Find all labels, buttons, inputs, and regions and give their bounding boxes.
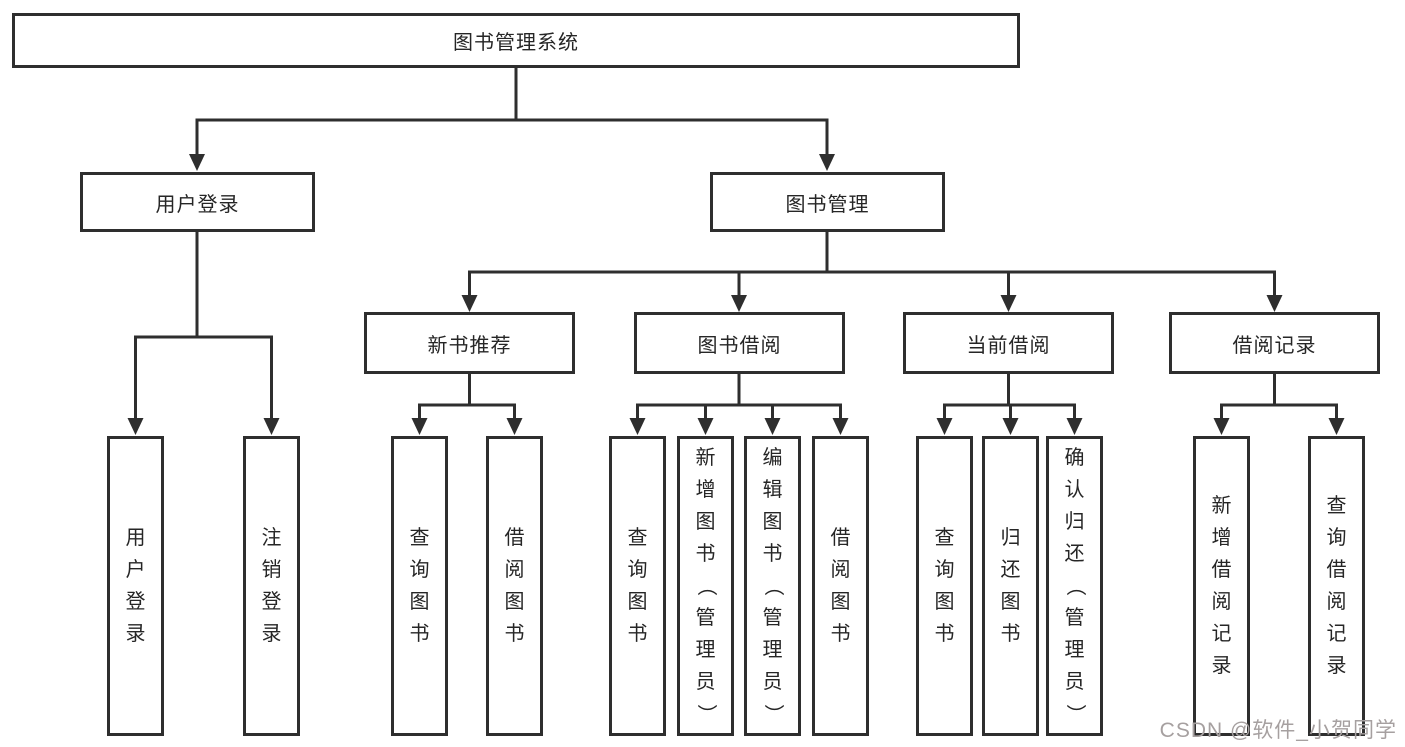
node-label: 编辑图书（管理员） bbox=[761, 447, 784, 724]
node-book-management: 图书管理 bbox=[710, 172, 945, 232]
node-label: 新增借阅记录 bbox=[1211, 495, 1232, 677]
node-label: 新增图书（管理员） bbox=[694, 447, 717, 724]
node-book-borrow: 图书借阅 bbox=[634, 312, 845, 374]
node-user-login: 用户登录 bbox=[80, 172, 315, 232]
node-label: 确认归还（管理员） bbox=[1063, 447, 1086, 724]
leaf-add-borrow-record: 新增借阅记录 bbox=[1193, 436, 1250, 736]
node-label: 用户登录 bbox=[125, 527, 146, 645]
leaf-borrow-books-recommend: 借阅图书 bbox=[486, 436, 543, 736]
node-label: 注销登录 bbox=[261, 527, 282, 645]
node-borrow-records: 借阅记录 bbox=[1169, 312, 1380, 374]
node-label: 借阅记录 bbox=[1232, 334, 1317, 357]
leaf-query-books-borrow: 查询图书 bbox=[609, 436, 666, 736]
leaf-query-borrow-record: 查询借阅记录 bbox=[1308, 436, 1365, 736]
node-current-borrow: 当前借阅 bbox=[903, 312, 1114, 374]
node-label: 当前借阅 bbox=[966, 334, 1051, 357]
leaf-confirm-return-admin: 确认归还（管理员） bbox=[1046, 436, 1103, 736]
leaf-user-login: 用户登录 bbox=[107, 436, 164, 736]
node-label: 查询图书 bbox=[627, 527, 648, 645]
node-label: 查询借阅记录 bbox=[1326, 495, 1347, 677]
node-label: 查询图书 bbox=[934, 527, 955, 645]
leaf-logout-login: 注销登录 bbox=[243, 436, 300, 736]
node-label: 查询图书 bbox=[409, 527, 430, 645]
node-label: 用户登录 bbox=[155, 193, 240, 216]
leaf-return-books: 归还图书 bbox=[982, 436, 1039, 736]
leaf-edit-books-admin: 编辑图书（管理员） bbox=[744, 436, 801, 736]
node-label: 图书管理 bbox=[785, 193, 870, 216]
node-label: 新书推荐 bbox=[427, 334, 512, 357]
node-label: 图书管理系统 bbox=[453, 32, 579, 54]
leaf-query-books-recommend: 查询图书 bbox=[391, 436, 448, 736]
leaf-borrow-books: 借阅图书 bbox=[812, 436, 869, 736]
node-label: 归还图书 bbox=[1000, 527, 1021, 645]
node-label: 借阅图书 bbox=[504, 527, 525, 645]
node-new-book-recommend: 新书推荐 bbox=[364, 312, 575, 374]
leaf-query-books-current: 查询图书 bbox=[916, 436, 973, 736]
node-label: 图书借阅 bbox=[697, 334, 782, 357]
node-library-management-system: 图书管理系统 bbox=[12, 13, 1020, 68]
node-label: 借阅图书 bbox=[830, 527, 851, 645]
arrowhead-icons bbox=[127, 154, 1345, 435]
leaf-add-books-admin: 新增图书（管理员） bbox=[677, 436, 734, 736]
csdn-watermark: CSDN @软件_小贺同学 bbox=[1159, 719, 1397, 742]
